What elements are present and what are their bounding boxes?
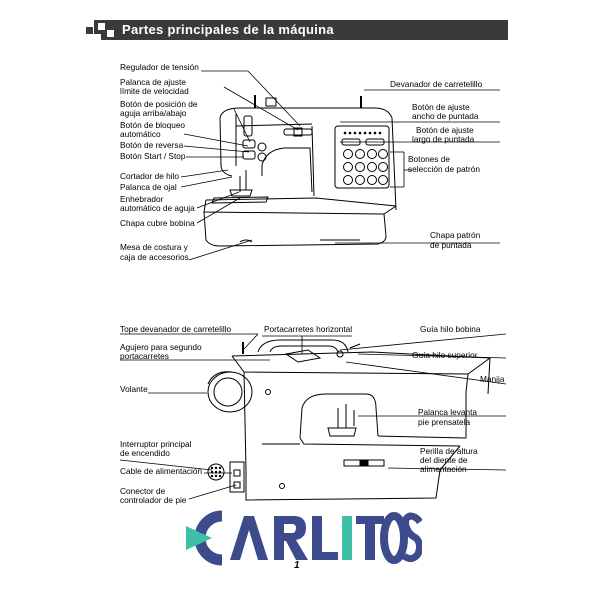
label-presser-lever-1: Palanca levanta	[418, 407, 478, 417]
label-foot-connector-1: Conector de	[120, 486, 166, 496]
header-square-decoration	[98, 23, 105, 30]
label-reverse-button: Botón de reversa	[120, 140, 184, 150]
label-feed-dog-3: alimentación	[420, 464, 467, 474]
label-length-button-1: Botón de ajuste	[416, 125, 474, 135]
label-feed-dog-2: del diente de	[420, 455, 468, 465]
label-winder-stop: Tope devanador de carretelillo	[120, 324, 232, 334]
label-second-spool-1: Agujero para segundo	[120, 342, 202, 352]
label-length-button-2: largo de puntada	[412, 134, 475, 144]
label-spool-holder: Portacarretes horizontal	[264, 324, 353, 334]
label-bobbin-cover: Chapa cubre bobina	[120, 218, 195, 228]
label-threader-1: Enhebrador	[120, 194, 164, 204]
label-pattern-buttons-2: selección de patrón	[408, 164, 480, 174]
label-start-stop: Botón Start / Stop	[120, 151, 186, 161]
label-thread-cutter: Cortador de hilo	[120, 171, 180, 181]
machine-rear-view	[207, 339, 491, 501]
label-power-cable: Cable de alimentación	[120, 466, 203, 476]
label-second-spool-2: portacarretes	[120, 351, 169, 361]
label-feed-dog-1: Perilla de altura	[420, 446, 478, 456]
label-needle-position-1: Botón de posición de	[120, 99, 198, 109]
label-needle-position-2: aguja arriba/abajo	[120, 108, 187, 118]
label-foot-connector-2: controlador de pie	[120, 495, 187, 505]
label-tension-regulator: Regulador de tensión	[120, 62, 199, 72]
header-square-decoration	[107, 30, 114, 37]
label-presser-lever-2: pie prensatela	[418, 417, 471, 427]
page-number: 1	[294, 560, 300, 571]
label-auto-lock-2: automático	[120, 129, 161, 139]
label-upper-guide: Guía hilo superior	[412, 350, 478, 360]
label-power-switch-1: Interruptor principal	[120, 439, 192, 449]
label-width-button-1: Botón de ajuste	[412, 102, 470, 112]
label-bobbin-winder: Devanador de carretelillo	[390, 79, 483, 89]
label-sewing-table-2: caja de accesorios	[120, 252, 189, 262]
label-speed-lever-2: límite de velocidad	[120, 86, 189, 96]
leader-lines	[119, 70, 507, 500]
label-speed-lever-1: Palanca de ajuste	[120, 77, 186, 87]
page-title: Partes principales de la máquina	[122, 22, 334, 37]
label-needle-plate-1: Chapa patrón	[430, 230, 481, 240]
label-handwheel: Volante	[120, 384, 148, 394]
label-buttonhole-lever: Palanca de ojal	[120, 182, 177, 192]
header-square-decoration	[86, 27, 93, 34]
label-pattern-buttons-1: Botones de	[408, 154, 450, 164]
label-bobbin-guide: Guía hilo bobina	[420, 324, 481, 334]
section-header: Partes principales de la máquina	[94, 20, 508, 40]
label-sewing-table-1: Mesa de costura y	[120, 242, 188, 252]
machine-front-view	[203, 95, 397, 247]
label-auto-lock-1: Botón de bloqueo	[120, 120, 186, 130]
label-handle: Manija	[480, 374, 505, 384]
label-threader-2: automático de aguja	[120, 203, 195, 213]
label-power-switch-2: de encendido	[120, 448, 170, 458]
label-width-button-2: ancho de puntada	[412, 111, 479, 121]
carlitos-logo	[186, 510, 422, 566]
label-needle-plate-2: de puntada	[430, 240, 472, 250]
